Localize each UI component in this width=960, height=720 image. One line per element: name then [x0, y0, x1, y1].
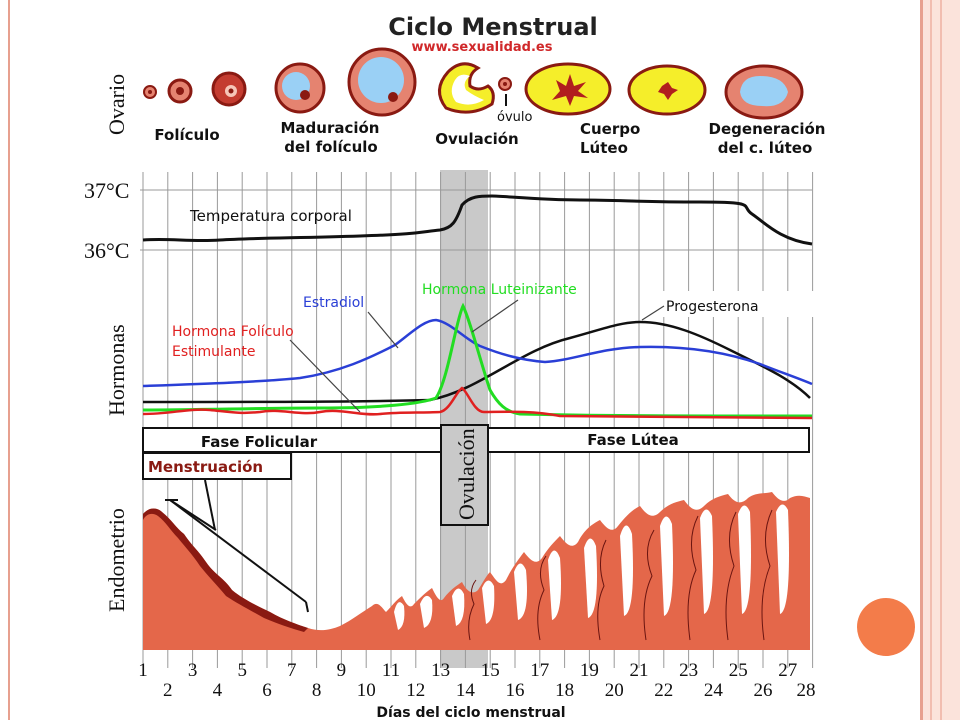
- fsh-pointer: [289, 339, 361, 413]
- day-number-odd: 11: [382, 660, 400, 681]
- menstruation-pointer-3: [169, 499, 307, 603]
- progesterone-label-backdrop: [660, 291, 820, 317]
- day-number-odd: 3: [188, 660, 198, 681]
- day-number-odd: 27: [778, 660, 797, 681]
- stage-label-of-follicle: del folículo: [284, 138, 377, 156]
- progesterone-label: Progesterona: [666, 299, 759, 315]
- stage-label-body: Cuerpo: [580, 120, 640, 138]
- corpus-luteum-degeneration: [724, 64, 804, 120]
- day-number-odd: 19: [580, 660, 599, 681]
- day-number-odd: 25: [729, 660, 748, 681]
- follicle-small-3: [211, 71, 247, 107]
- day-number-even: 2: [163, 680, 173, 701]
- spiral-arteries: [468, 509, 773, 641]
- ovulation-vertical-label: Ovulación: [454, 428, 479, 520]
- day-number-odd: 1: [138, 660, 148, 681]
- day-number-odd: 5: [237, 660, 247, 681]
- day-number-odd: 17: [530, 660, 549, 681]
- ovary-side-label: Ovario: [104, 74, 129, 135]
- follicle-small-1: [143, 85, 157, 99]
- endometrium-tissue: [143, 492, 810, 650]
- follicular-phase-label: Fase Folicular: [201, 433, 318, 451]
- estradiol-curve: [142, 318, 813, 388]
- day-number-even: 8: [312, 680, 322, 701]
- day-number-odd: 13: [431, 660, 450, 681]
- stage-label-maturation: Maduración: [280, 119, 379, 137]
- ovulation-label-box: [440, 424, 489, 526]
- corpus-luteum-2: [627, 64, 707, 116]
- day-number-even: 4: [213, 680, 223, 701]
- stage-label-follicle: Folículo: [154, 126, 219, 144]
- estradiol-label: Estradiol: [303, 295, 364, 311]
- corpus-luteum-1: [524, 62, 612, 116]
- progesterone-pointer: [641, 305, 665, 321]
- day-number-even: 10: [357, 680, 376, 701]
- luteal-phase-label: Fase Lútea: [587, 431, 679, 449]
- day-number-even: 20: [605, 680, 624, 701]
- ovum-label: óvulo: [497, 110, 532, 125]
- day-number-even: 22: [654, 680, 673, 701]
- day-number-even: 16: [506, 680, 525, 701]
- days-axis-label: Días del ciclo menstrual: [376, 705, 565, 720]
- day-number-odd: 21: [630, 660, 649, 681]
- stage-label-of-corpus-luteum: del c. lúteo: [718, 139, 813, 157]
- follicle-small-2: [167, 78, 193, 104]
- day-number-even: 6: [262, 680, 272, 701]
- ovulation-rupture: [438, 62, 512, 114]
- day-number-odd: 23: [679, 660, 698, 681]
- lh-label: Hormona Luteinizante: [422, 282, 577, 298]
- menstruation-pointer-tip: [305, 601, 309, 613]
- stage-label-ovulation: Ovulación: [435, 130, 519, 148]
- day-number-even: 28: [797, 680, 816, 701]
- follicle-maturing-2: [347, 47, 417, 117]
- follicular-phase-box: [142, 427, 442, 453]
- temp-tick-37: 37°C: [84, 178, 129, 203]
- fsh-curve: [142, 386, 813, 420]
- decorative-orange-circle: [857, 598, 915, 656]
- menstruation-box: [142, 452, 292, 480]
- endometrium-side-label: Endometrio: [104, 508, 129, 612]
- day-number-odd: 7: [287, 660, 297, 681]
- follicle-maturing-1: [274, 62, 326, 114]
- menstruation-label: Menstruación: [148, 458, 263, 476]
- day-number-even: 14: [456, 680, 476, 701]
- temperature-label: Temperatura corporal: [189, 207, 352, 225]
- day-number-even: 12: [406, 680, 425, 701]
- ovary-stage-drawings: óvulo: [143, 47, 804, 125]
- diagram-title: Ciclo Menstrual: [388, 13, 597, 41]
- fsh-label-line2: Estimulante: [172, 344, 255, 360]
- day-number-even: 18: [555, 680, 574, 701]
- day-number-even: 24: [704, 680, 724, 701]
- fsh-label-line1: Hormona Folículo: [172, 324, 294, 340]
- endometrium-shedding-layer: [143, 508, 308, 632]
- temperature-curve: [142, 194, 813, 246]
- lh-pointer: [471, 299, 519, 333]
- day-number-odd: 9: [337, 660, 347, 681]
- endometrium-drawing: [143, 492, 810, 650]
- progesterone-curve: [142, 320, 811, 404]
- hormones-side-label: Hormonas: [104, 324, 129, 416]
- endometrial-glands: [394, 504, 789, 630]
- day-number-odd: 15: [481, 660, 500, 681]
- day-number-even: 26: [754, 680, 773, 701]
- stage-label-degeneration: Degeneración: [709, 120, 826, 138]
- source-url: www.sexualidad.es: [412, 40, 553, 55]
- temp-tick-36: 36°C: [84, 238, 129, 263]
- stage-label-luteum: Lúteo: [580, 139, 628, 157]
- slide-right-decoration: [920, 0, 960, 720]
- ovulation-band: [440, 170, 488, 668]
- estradiol-pointer: [367, 311, 399, 349]
- slide-left-border: [8, 0, 10, 720]
- menstruation-pointer-2: [204, 479, 216, 531]
